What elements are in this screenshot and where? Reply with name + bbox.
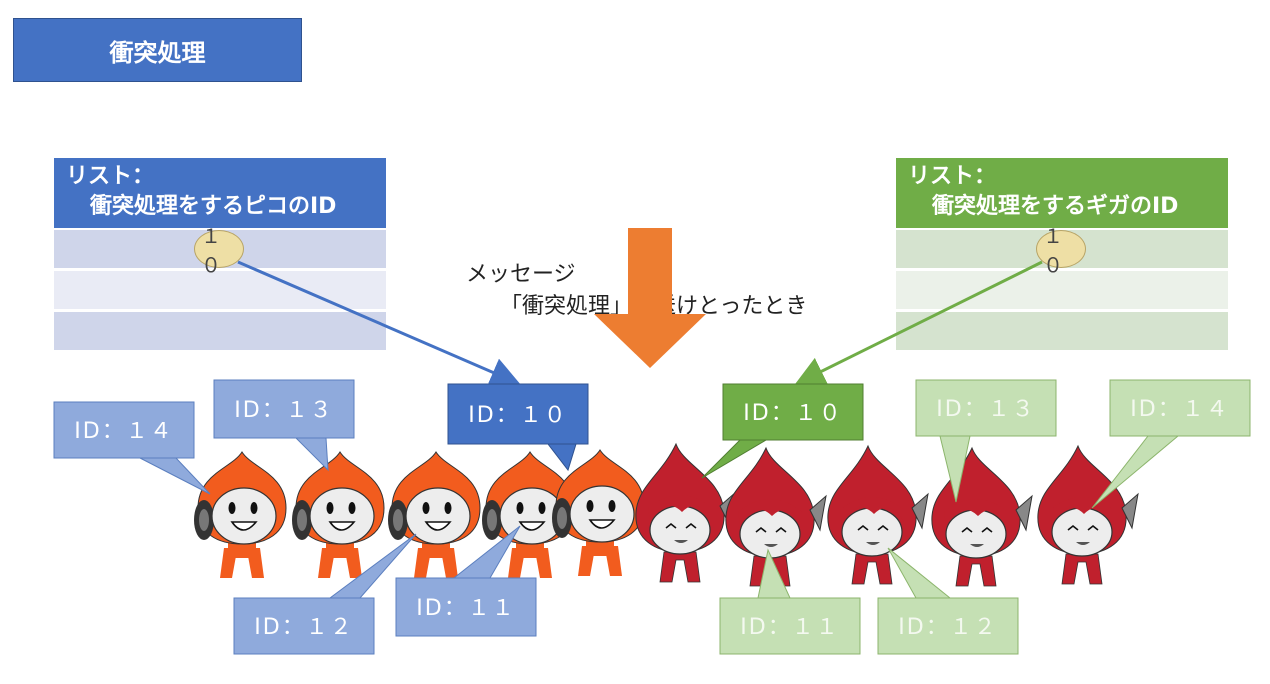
pico-id-callout-box bbox=[395, 577, 537, 637]
pico-id-callout-box bbox=[53, 401, 195, 459]
pico-character-icon bbox=[193, 451, 287, 579]
giga-list-row-3 bbox=[896, 312, 1228, 350]
pico-id-callout-box bbox=[447, 383, 589, 445]
pico-connector-arrow bbox=[237, 260, 521, 387]
pico-id-callout-label: ID：１０ bbox=[468, 403, 567, 428]
giga-list-row-2 bbox=[896, 271, 1228, 309]
pico-character-icon bbox=[387, 451, 481, 579]
pico-list-header-line1: リスト： bbox=[66, 164, 155, 189]
giga-connector-arrow bbox=[794, 260, 1043, 385]
slide-title: 衝突処理 bbox=[13, 18, 302, 82]
down-arrow-icon bbox=[594, 228, 706, 368]
giga-character-icon bbox=[1037, 445, 1139, 585]
pico-id-callout-label: ID：１３ bbox=[234, 398, 333, 423]
giga-id-callout-label: ID：１２ bbox=[898, 615, 997, 640]
pico-list-row-3 bbox=[54, 312, 386, 350]
giga-character-icon bbox=[931, 447, 1033, 587]
giga-id-callout-label: ID：１４ bbox=[1130, 397, 1229, 422]
pico-list-header-line2: 衝突処理をするピコのID bbox=[90, 194, 337, 219]
giga-id-callout-box bbox=[722, 383, 864, 441]
pico-character-group bbox=[193, 449, 645, 579]
message-line1: メッセージ bbox=[466, 262, 576, 287]
giga-id-callout-box bbox=[877, 597, 1019, 655]
pico-character-icon bbox=[551, 449, 645, 577]
pico-id-list: リスト： 衝突処理をするピコのID １０ bbox=[54, 158, 386, 352]
giga-id-list: リスト： 衝突処理をするギガのID １０ bbox=[896, 158, 1228, 352]
giga-character-group bbox=[635, 443, 1139, 587]
giga-character-icon bbox=[725, 447, 827, 587]
pico-character-icon bbox=[291, 451, 385, 579]
giga-id-callout-box bbox=[1109, 379, 1251, 437]
pico-id-callout-label: ID：１４ bbox=[74, 419, 173, 444]
giga-list-header-line1: リスト： bbox=[908, 164, 997, 189]
giga-list-header: リスト： 衝突処理をするギガのID bbox=[896, 158, 1228, 228]
pico-id-callout-box bbox=[233, 597, 375, 655]
giga-id-callout-label: ID：１０ bbox=[743, 401, 842, 426]
giga-id-callout-label: ID：１３ bbox=[936, 397, 1035, 422]
giga-list-header-line2: 衝突処理をするギガのID bbox=[932, 194, 1179, 219]
giga-character-icon bbox=[827, 445, 929, 585]
pico-id-callout-label: ID：１２ bbox=[254, 615, 353, 640]
giga-id-callout-box bbox=[719, 597, 861, 655]
giga-id-callout-label: ID：１１ bbox=[740, 615, 839, 640]
pico-id-callout-box bbox=[213, 379, 355, 439]
pico-id-callout-label: ID：１１ bbox=[416, 596, 515, 621]
giga-id-callout-box bbox=[915, 379, 1057, 437]
pico-list-header: リスト： 衝突処理をするピコのID bbox=[54, 158, 386, 228]
